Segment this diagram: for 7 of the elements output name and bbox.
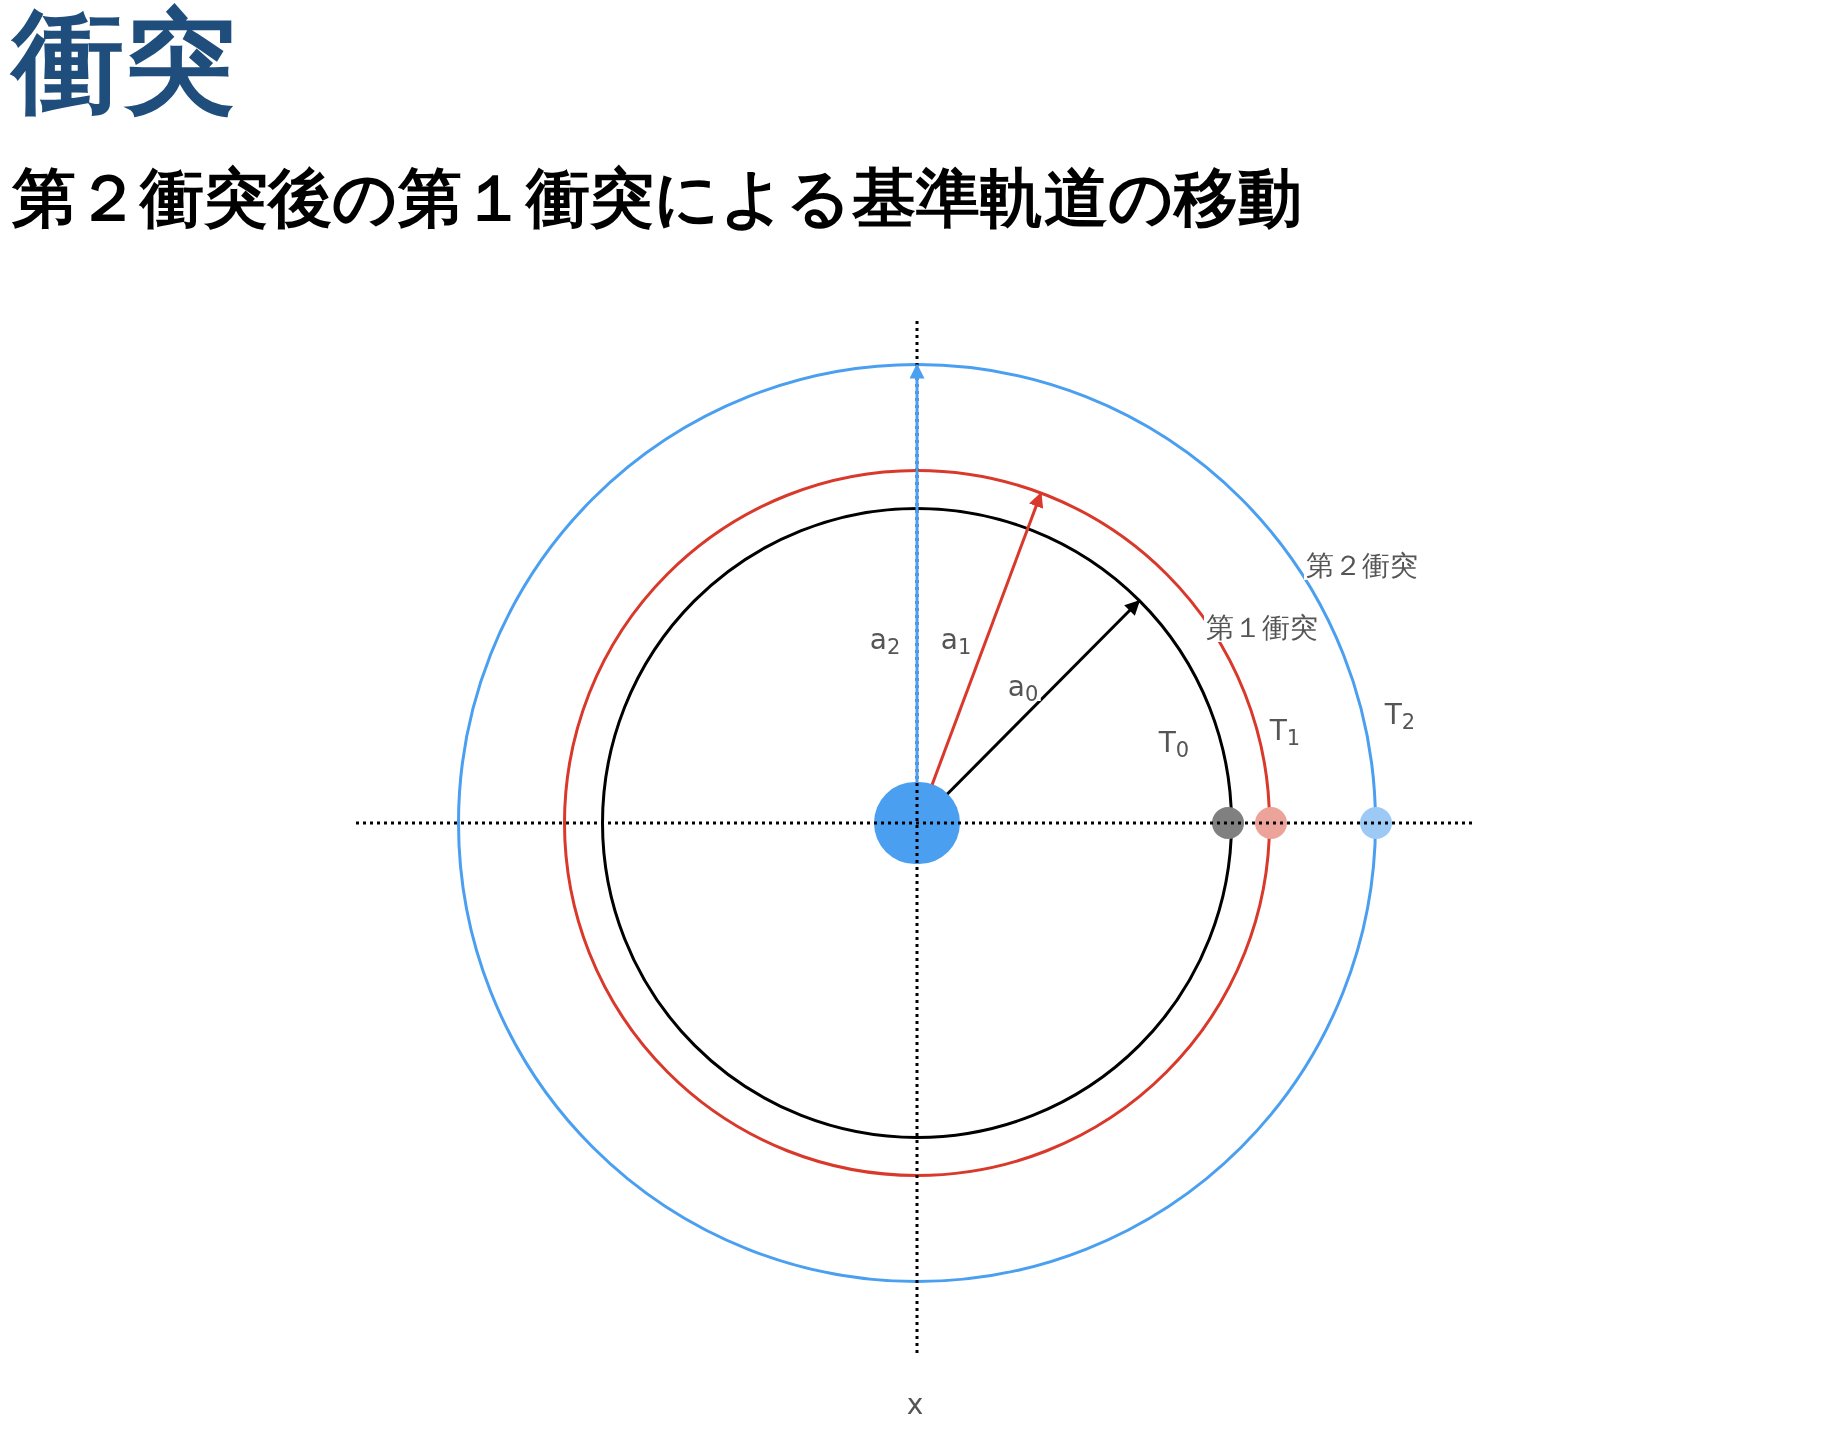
subtitle: 第２衝突後の第１衝突による基準軌道の移動 xyxy=(12,160,1302,237)
radius-arrow xyxy=(946,599,1141,796)
radius-arrow xyxy=(930,492,1044,786)
title: 衝突 xyxy=(12,0,236,124)
radius-arrow xyxy=(909,363,925,782)
diagram-label: 第１衝突 xyxy=(1204,614,1320,642)
diagram-label: 第２衝突 xyxy=(1304,552,1420,580)
